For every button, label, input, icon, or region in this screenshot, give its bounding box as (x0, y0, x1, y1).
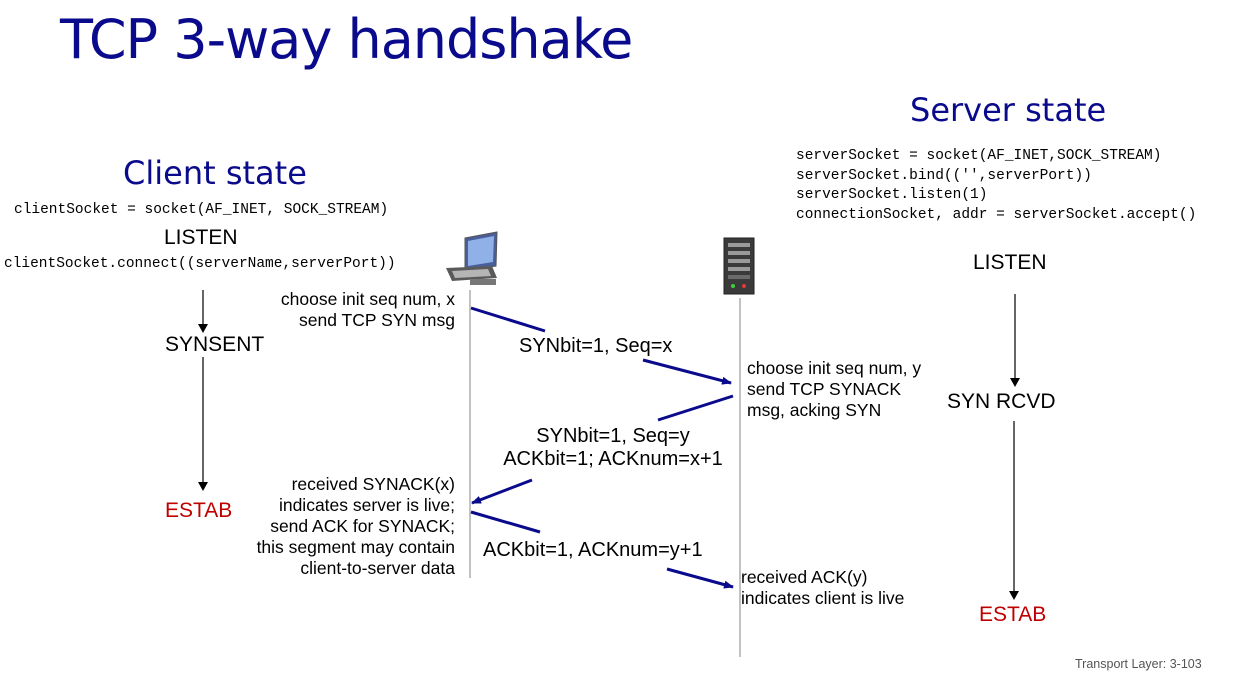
note-line: this segment may contain (256, 537, 455, 557)
server-code-line: serverSocket.listen(1) (796, 187, 988, 203)
client-listen-state: LISTEN (164, 226, 238, 249)
page-title: TCP 3-way handshake (60, 8, 633, 71)
server-estab-state: ESTAB (979, 603, 1047, 626)
note-line: send TCP SYN msg (299, 310, 455, 330)
note-line: indicates client is live (741, 588, 905, 608)
note-line: indicates server is live; (278, 495, 455, 515)
server-socket-code: serverSocket = socket(AF_INET,SOCK_STREA… (796, 147, 1196, 225)
server-code-line: connectionSocket, addr = serverSocket.ac… (796, 206, 1197, 223)
client-synsent-state: SYNSENT (165, 333, 265, 356)
desktop-computer-icon (446, 231, 498, 285)
server-state-heading: Server state (910, 91, 1107, 129)
client-state-heading: Client state (123, 154, 307, 192)
server-ack-note: received ACK(y) indicates client is live (741, 567, 904, 609)
note-line: msg, acking SYN (747, 400, 882, 420)
synack-message-arrow (471, 394, 734, 505)
note-line: received ACK(y) (741, 567, 868, 587)
server-listen-state: LISTEN (973, 251, 1047, 274)
server-code-line: serverSocket = socket(AF_INET,SOCK_STREA… (796, 148, 1162, 164)
ack-message-label: ACKbit=1, ACKnum=y+1 (483, 539, 703, 561)
note-line: received SYNACK(x) (291, 474, 455, 494)
synack-line: ACKbit=1; ACKnum=x+1 (503, 448, 723, 470)
client-ack-note: received SYNACK(x) indicates server is l… (257, 474, 455, 579)
note-line: send TCP SYNACK (747, 379, 902, 399)
syn-message-arrow (470, 306, 732, 385)
note-line: client-to-server data (300, 558, 455, 578)
server-synrcvd-state: SYN RCVD (947, 390, 1056, 413)
synack-line: SYNbit=1, Seq=y (536, 425, 690, 447)
synack-message-label: SYNbit=1, Seq=y ACKbit=1; ACKnum=x+1 (488, 425, 738, 471)
client-syn-note: choose init seq num, x send TCP SYN msg (281, 289, 455, 331)
server-code-line: serverSocket.bind(('',serverPort)) (796, 167, 1092, 184)
client-connect-code: clientSocket.connect((serverName,serverP… (4, 256, 396, 272)
slide-footer: Transport Layer: 3-103 (1075, 657, 1202, 671)
client-estab-state: ESTAB (165, 499, 233, 522)
server-tower-icon (723, 237, 755, 295)
ack-message-arrow (470, 510, 734, 589)
client-socket-code: clientSocket = socket(AF_INET, SOCK_STRE… (14, 202, 389, 218)
note-line: send ACK for SYNACK; (270, 516, 455, 536)
note-line: choose init seq num, y (747, 358, 922, 378)
syn-message-label: SYNbit=1, Seq=x (519, 335, 673, 357)
note-line: choose init seq num, x (280, 289, 455, 309)
server-synack-note: choose init seq num, y send TCP SYNACK m… (747, 358, 921, 421)
